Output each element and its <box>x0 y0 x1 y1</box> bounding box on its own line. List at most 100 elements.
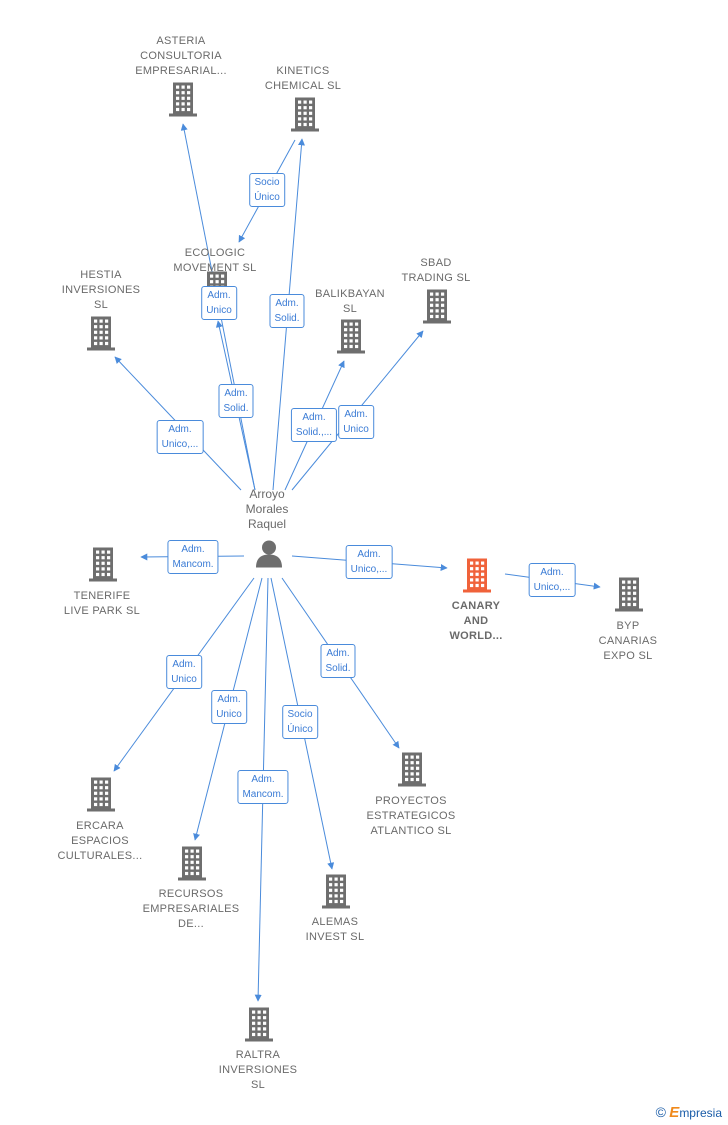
edge-label-line: Solid. <box>325 663 351 674</box>
building-icon <box>178 846 206 881</box>
company-name-line: BYP <box>616 620 640 632</box>
edge-label-line: Solid. <box>223 403 249 414</box>
company-name-line: ATLANTICO SL <box>370 825 452 837</box>
company-name-line: ASTERIA <box>156 35 206 47</box>
empresia-watermark: © Empresia <box>656 1104 722 1121</box>
company-node-hestia[interactable] <box>84 315 118 358</box>
company-name-line: INVEST SL <box>305 931 365 943</box>
company-node-ercara[interactable] <box>84 776 118 819</box>
company-name-line: CHEMICAL SL <box>264 80 342 92</box>
edge-label-line: Adm. <box>172 659 196 670</box>
building-icon <box>89 547 117 582</box>
edge-label-line: Unico <box>343 424 369 435</box>
company-node-alemas[interactable] <box>319 873 353 916</box>
edge-label-proyectos[interactable]: Adm.Solid. <box>320 644 356 678</box>
company-node-canary[interactable] <box>460 557 494 600</box>
edge-label-kinetics[interactable]: Adm.Solid. <box>269 294 305 328</box>
company-name-line: SL <box>250 1079 266 1091</box>
edge-label-line: Adm. <box>251 774 275 785</box>
company-node-tenerife[interactable] <box>86 546 120 589</box>
company-name-line: CANARIAS <box>598 635 658 647</box>
edge-label-tenerife[interactable]: Adm. Mancom. <box>167 540 219 574</box>
company-name-line: ECOLOGIC <box>184 247 246 259</box>
edge-label-raltra[interactable]: Adm. Mancom. <box>237 770 289 804</box>
company-name-line: ERCARA <box>76 820 124 832</box>
edge-label-line: Único <box>287 724 313 735</box>
company-name-line: TENERIFE <box>73 590 131 602</box>
edge-label-line: Adm. <box>344 409 368 420</box>
person-node[interactable] <box>254 539 284 574</box>
company-name-line: HESTIA <box>80 269 122 281</box>
company-node-sbad[interactable] <box>420 288 454 331</box>
edge-label-sbad[interactable]: Adm. Unico <box>338 405 374 439</box>
building-icon <box>291 97 319 132</box>
company-node-kinetics[interactable] <box>288 96 322 139</box>
edge-label-ecologic[interactable]: Adm.Unico <box>201 286 237 320</box>
edge-label-recursos[interactable]: Adm.Unico <box>211 690 247 724</box>
building-icon <box>87 316 115 351</box>
company-name-line: EMPRESARIALES <box>142 903 240 915</box>
building-icon <box>337 319 365 354</box>
person-name-line: Raquel <box>247 517 287 531</box>
edge-label-line: Adm. <box>168 424 192 435</box>
company-name-tenerife[interactable]: TENERIFE LIVE PARK SL <box>64 589 140 619</box>
person-icon <box>256 540 282 568</box>
company-name-line: SL <box>93 299 109 311</box>
edge-label-line: Mancom. <box>172 559 214 570</box>
edge-label-canary[interactable]: Adm. Unico,... <box>345 545 393 579</box>
edge-label-hestia[interactable]: Adm. Unico,... <box>156 420 204 454</box>
edge-label-line: Unico,... <box>350 564 388 575</box>
company-node-asteria[interactable] <box>166 81 200 124</box>
edge-label-line: Adm. <box>181 544 205 555</box>
edge-label-asteria[interactable]: Adm.Solid. <box>218 384 254 418</box>
company-name-line: RALTRA <box>235 1049 281 1061</box>
brand-name: mpresia <box>679 1106 722 1120</box>
edge-label-line: Mancom. <box>242 789 284 800</box>
edge-label-line: Adm. <box>357 549 381 560</box>
edge-label-line: Único <box>254 192 280 203</box>
edge-label-line: Socio <box>287 709 313 720</box>
company-name-line: SL <box>342 303 358 315</box>
edge-label-line: Solid. <box>274 313 300 324</box>
company-name-line: AND <box>463 615 489 627</box>
building-icon <box>322 874 350 909</box>
edge-label-line: Unico,... <box>161 439 199 450</box>
company-node-recursos[interactable] <box>175 845 209 888</box>
company-name-line: LIVE PARK SL <box>63 605 141 617</box>
edge-label-line: Adm. <box>217 694 241 705</box>
copyright-symbol: © <box>655 1104 666 1120</box>
edge-label-line: Unico <box>206 305 232 316</box>
edge-label-byp[interactable]: Adm.Unico,... <box>528 563 576 597</box>
edge-label-line: Solid.,... <box>295 427 333 438</box>
edge-label-line: Socio <box>254 177 280 188</box>
edge-label-line: Adm. <box>302 412 326 423</box>
company-node-balikbayan[interactable] <box>334 318 368 361</box>
edge-label-balikbayan[interactable]: Adm. Solid.,... <box>290 408 338 442</box>
person-name-line: Arroyo <box>249 487 285 501</box>
building-icon <box>87 777 115 812</box>
building-icon <box>463 558 491 593</box>
company-node-byp[interactable] <box>612 576 646 619</box>
company-name-line: TRADING SL <box>401 272 471 284</box>
company-node-raltra[interactable] <box>242 1006 276 1049</box>
edge-label-ercara[interactable]: Adm.Unico <box>166 655 202 689</box>
building-icon <box>245 1007 273 1042</box>
company-node-proyectos[interactable] <box>395 751 429 794</box>
edge-label-line: Unico,... <box>533 582 571 593</box>
